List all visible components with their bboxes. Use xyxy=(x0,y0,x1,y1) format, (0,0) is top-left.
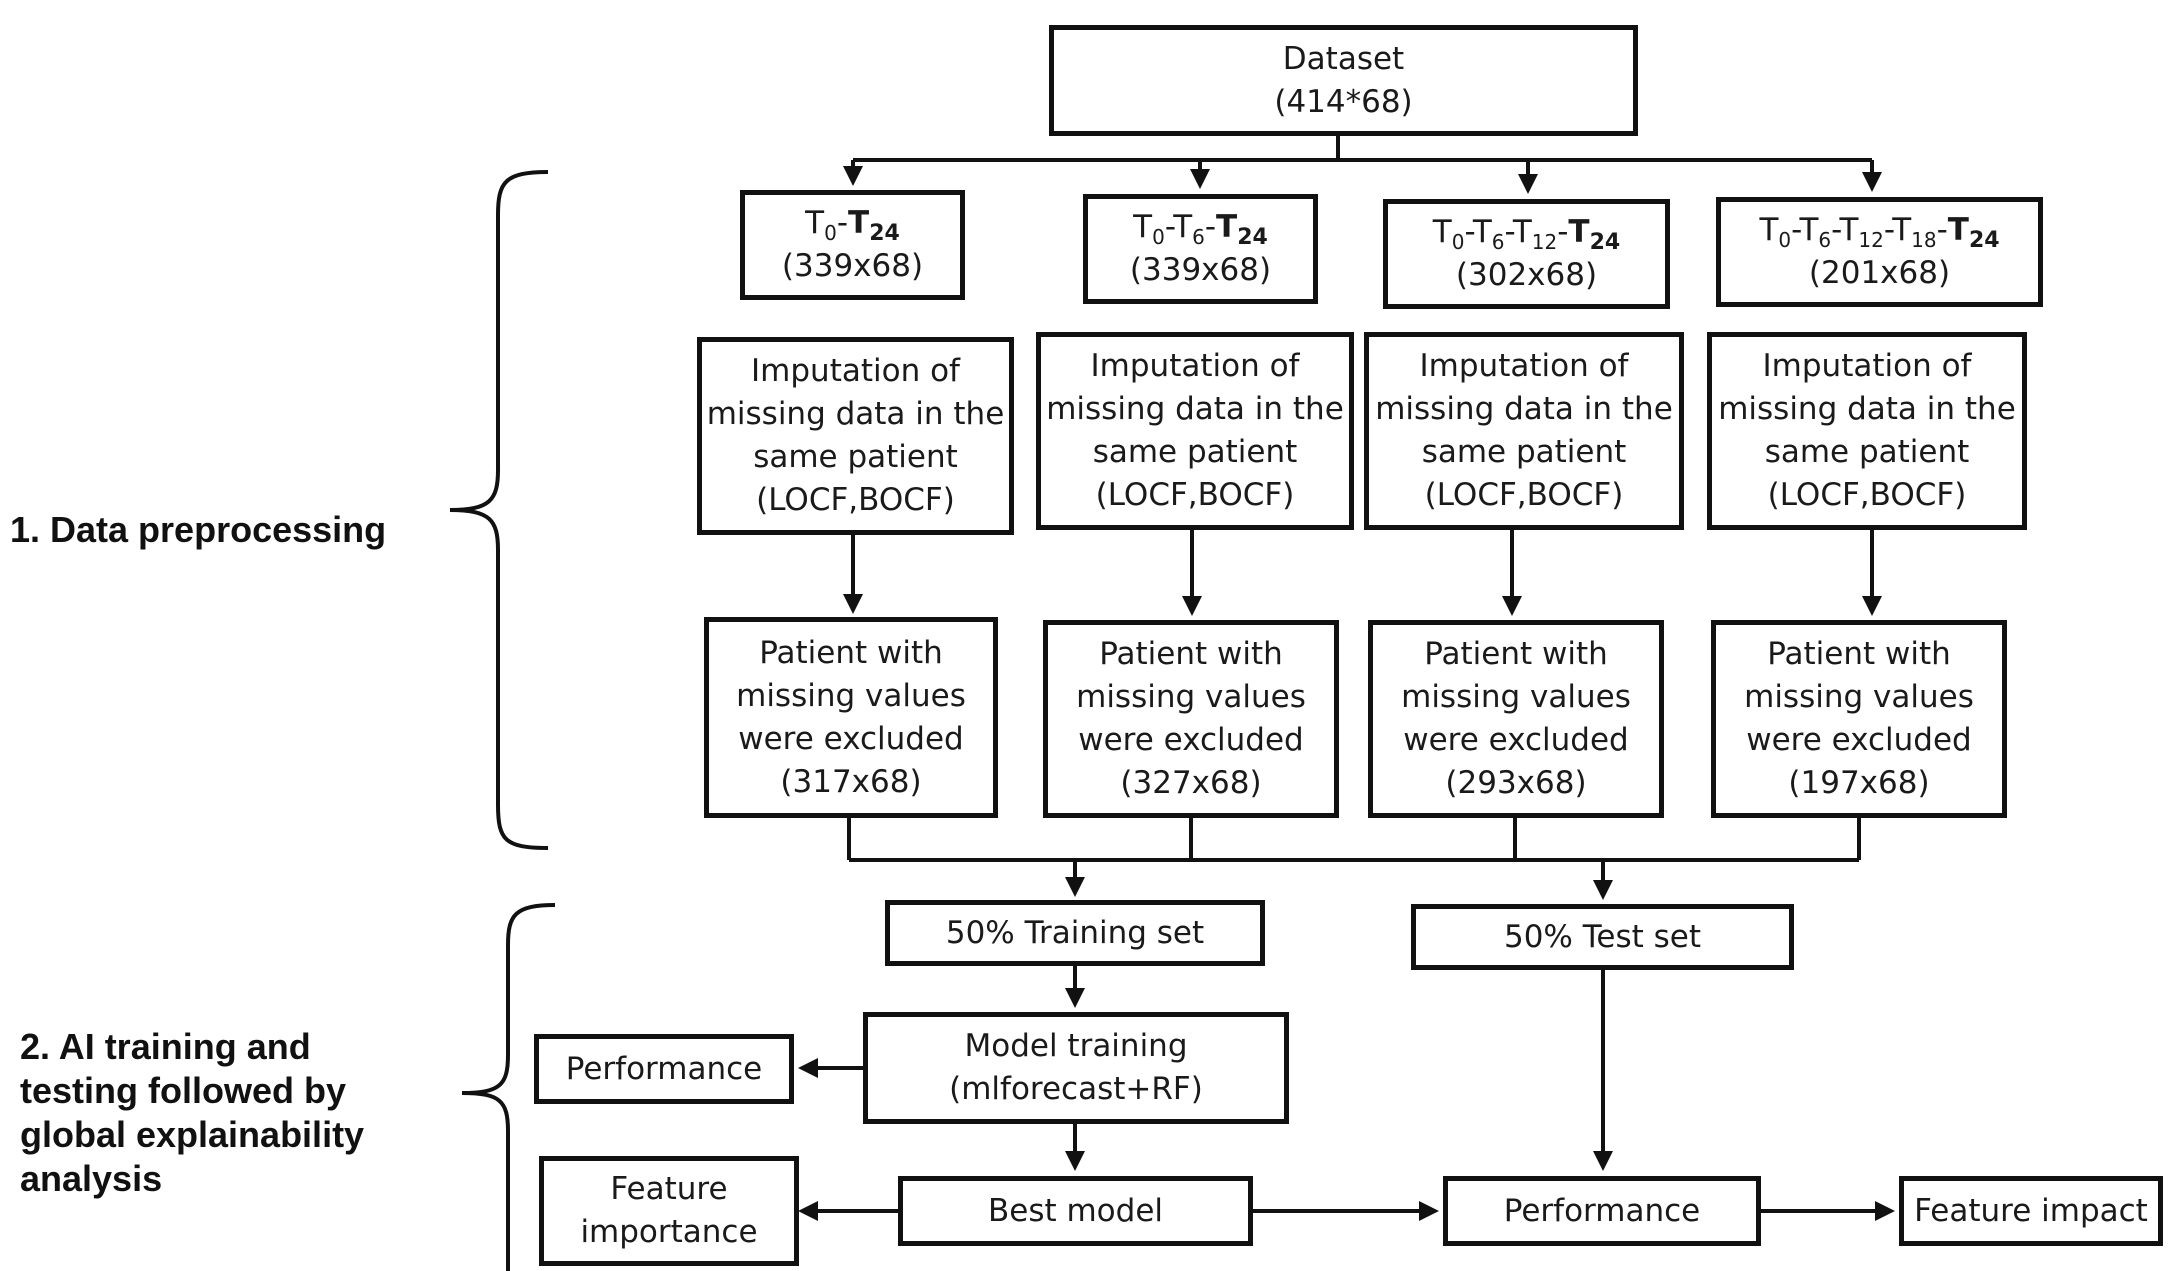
test-set-box: 50% Test set xyxy=(1411,904,1794,970)
imputation-line: Imputation of xyxy=(751,353,960,389)
timewindow-size: (201x68) xyxy=(1808,255,1951,291)
imputation-line: same patient xyxy=(1421,434,1627,470)
imputation-box: Imputation of missing data in the same p… xyxy=(1707,332,2027,530)
excluded-line: were excluded xyxy=(1403,722,1629,758)
timewindow-label: T0-T6-T24 xyxy=(1133,209,1268,251)
dataset-title: Dataset xyxy=(1282,40,1405,77)
excluded-box: Patient with missing values were exclude… xyxy=(1711,620,2007,818)
imputation-box: Imputation of missing data in the same p… xyxy=(1036,332,1354,530)
excluded-line: missing values xyxy=(1744,679,1974,715)
timewindow-box: T0-T6-T24 (339x68) xyxy=(1083,194,1318,304)
best-model-box: Best model xyxy=(898,1176,1253,1246)
timewindow-size: (339x68) xyxy=(1129,252,1272,288)
excluded-line: Patient with xyxy=(1767,636,1951,672)
excluded-line: (197x68) xyxy=(1788,765,1930,801)
imputation-line: Imputation of xyxy=(1090,348,1300,384)
excluded-line: missing values xyxy=(736,677,966,714)
model-training-box: Model training (mlforecast+RF) xyxy=(863,1012,1289,1124)
imputation-line: (LOCF,BOCF) xyxy=(1095,477,1295,513)
feature-impact-box: Feature impact xyxy=(1899,1176,2163,1246)
performance-test-label: Performance xyxy=(1503,1192,1701,1229)
preprocessing-brace xyxy=(449,170,549,850)
timewindow-size: (302x68) xyxy=(1455,257,1598,293)
excluded-box: Patient with missing values were exclude… xyxy=(1043,620,1339,818)
timewindow-box: T0-T24 (339x68) xyxy=(740,190,965,300)
training-set-box: 50% Training set xyxy=(885,900,1265,966)
timewindow-box: T0-T6-T12-T24 (302x68) xyxy=(1383,199,1670,309)
imputation-line: same patient xyxy=(1764,434,1970,470)
timewindow-label: T0-T24 xyxy=(805,205,900,247)
imputation-line: (LOCF,BOCF) xyxy=(1767,477,1967,513)
performance-training-box: Performance xyxy=(534,1034,794,1104)
performance-test-box: Performance xyxy=(1443,1176,1761,1246)
imputation-line: Imputation of xyxy=(1762,348,1972,384)
excluded-line: Patient with xyxy=(1424,636,1608,672)
training-brace xyxy=(461,903,556,1271)
imputation-box: Imputation of missing data in the same p… xyxy=(697,337,1014,535)
section-label-preprocessing: 1. Data preprocessing xyxy=(10,509,387,550)
excluded-line: were excluded xyxy=(1746,722,1972,758)
feature-importance-line: importance xyxy=(580,1214,758,1250)
imputation-box: Imputation of missing data in the same p… xyxy=(1364,332,1684,530)
training-set-label: 50% Training set xyxy=(945,914,1205,951)
imputation-line: missing data in the xyxy=(1718,391,2016,427)
section-label-training: 2. AI training and testing followed by g… xyxy=(20,1026,365,1199)
excluded-line: (293x68) xyxy=(1445,765,1587,801)
timewindow-box: T0-T6-T12-T18-T24 (201x68) xyxy=(1716,197,2043,307)
imputation-line: missing data in the xyxy=(706,396,1005,432)
imputation-line: missing data in the xyxy=(1046,391,1344,427)
feature-impact-label: Feature impact xyxy=(1914,1192,2148,1229)
excluded-line: Patient with xyxy=(759,634,943,671)
excluded-line: were excluded xyxy=(1078,722,1304,758)
timewindow-label: T0-T6-T12-T24 xyxy=(1432,214,1621,256)
model-training-line: Model training xyxy=(964,1028,1188,1064)
excluded-line: (317x68) xyxy=(780,763,922,800)
feature-importance-line: Feature xyxy=(610,1171,728,1207)
imputation-line: same patient xyxy=(1092,434,1298,470)
excluded-line: were excluded xyxy=(738,720,964,757)
feature-importance-box: Feature importance xyxy=(539,1156,799,1266)
model-training-line: (mlforecast+RF) xyxy=(949,1071,1203,1107)
timewindow-size: (339x68) xyxy=(781,248,924,284)
imputation-line: missing data in the xyxy=(1375,391,1673,427)
excluded-line: (327x68) xyxy=(1120,765,1262,801)
excluded-box: Patient with missing values were exclude… xyxy=(704,617,998,818)
dataset-box: Dataset (414*68) xyxy=(1049,25,1638,136)
imputation-line: Imputation of xyxy=(1419,348,1629,384)
test-set-label: 50% Test set xyxy=(1503,918,1702,955)
performance-training-label: Performance xyxy=(565,1050,763,1087)
excluded-line: missing values xyxy=(1401,679,1631,715)
excluded-line: missing values xyxy=(1076,679,1306,715)
excluded-box: Patient with missing values were exclude… xyxy=(1368,620,1664,818)
excluded-line: Patient with xyxy=(1099,636,1283,672)
timewindow-label: T0-T6-T12-T18-T24 xyxy=(1759,212,2000,254)
best-model-label: Best model xyxy=(987,1192,1164,1229)
imputation-line: (LOCF,BOCF) xyxy=(756,482,955,518)
imputation-line: same patient xyxy=(753,439,958,475)
dataset-size: (414*68) xyxy=(1274,83,1413,120)
imputation-line: (LOCF,BOCF) xyxy=(1424,477,1624,513)
